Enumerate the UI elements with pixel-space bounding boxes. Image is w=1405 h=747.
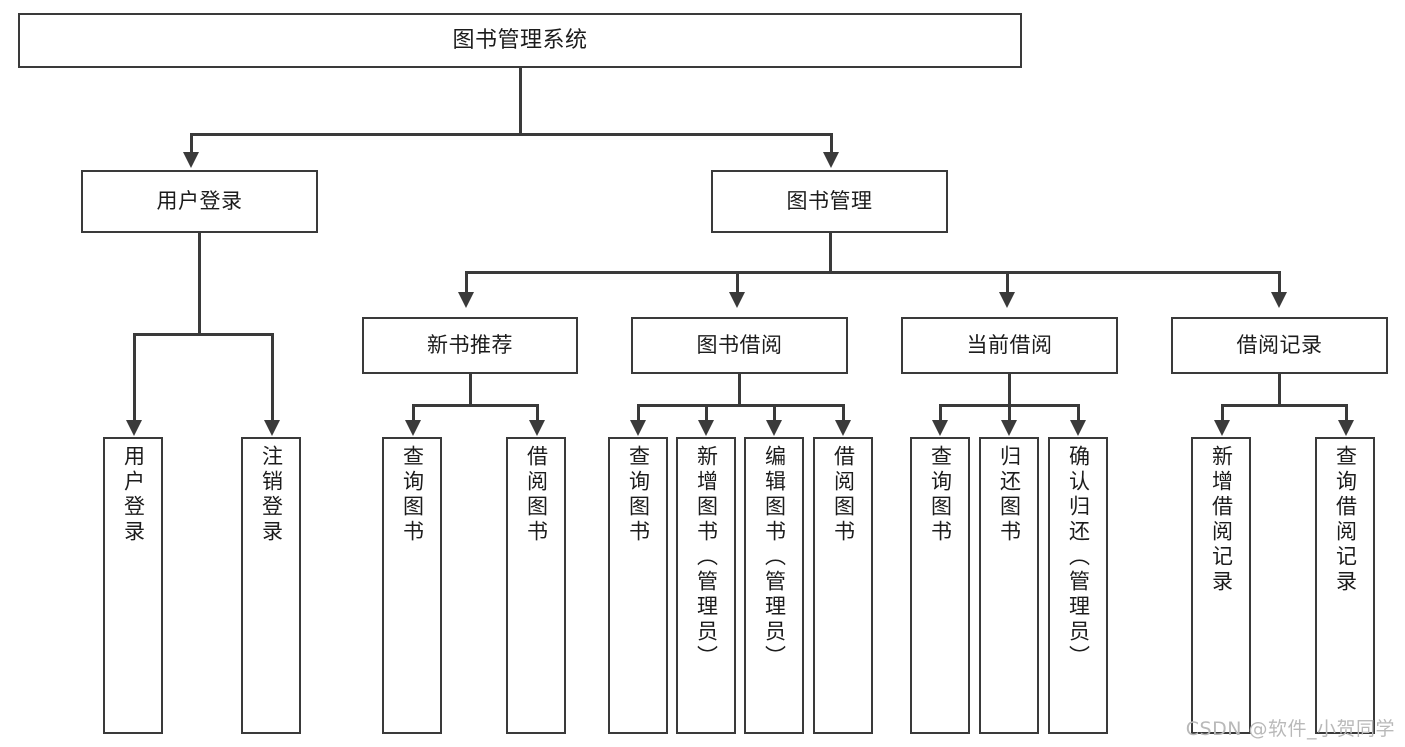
arrow-leaf-book-borrow-2 [698,420,714,436]
node-label: 用户登录 [121,445,146,545]
arrow-to-new-book [458,292,474,308]
arrow-leaf-new-book-1 [405,420,421,436]
arrow-leaf-borrow-record-1 [1214,420,1230,436]
connector-borrow-record-drop-1 [1221,404,1224,423]
connector-borrow-record-drop-2 [1345,404,1348,423]
node-label: 图书借阅 [696,332,783,357]
node-label: 查询图书 [400,445,425,545]
connector-new-book-bus [412,404,538,407]
arrow-to-book-borrow [729,292,745,308]
connector-new-book-drop-2 [536,404,539,423]
connector-book-borrow-drop-1 [637,404,640,423]
node-book-borrow[interactable]: 图书借阅 [631,317,848,374]
connector-borrow-record-bus [1221,404,1347,407]
node-label: 当前借阅 [966,332,1053,357]
connector-current-borrow-drop-2 [1008,404,1011,423]
arrow-leaf-user-login-1 [126,420,142,436]
connector-new-book-drop-1 [412,404,415,423]
connector-borrow-record-stem [1278,374,1281,406]
leaf-borrow-record-add[interactable]: 新增借阅记录 [1191,437,1251,734]
arrow-to-book-manage [823,152,839,168]
leaf-user-login-logout[interactable]: 注销登录 [241,437,301,734]
leaf-new-book-borrow[interactable]: 借阅图书 [506,437,566,734]
node-label: 查询图书 [626,445,651,545]
connector-book-manage-drop-2 [736,271,739,295]
arrow-leaf-new-book-2 [529,420,545,436]
node-label: 编辑图书（管理员） [762,445,787,670]
connector-book-manage-drop-1 [465,271,468,295]
leaf-current-borrow-return[interactable]: 归还图书 [979,437,1039,734]
node-user-login[interactable]: 用户登录 [81,170,318,233]
node-label: 归还图书 [997,445,1022,545]
arrow-to-borrow-record [1271,292,1287,308]
connector-book-borrow-drop-4 [842,404,845,423]
connector-book-borrow-drop-2 [705,404,708,423]
leaf-new-book-query[interactable]: 查询图书 [382,437,442,734]
node-label: 新书推荐 [427,332,513,357]
connector-book-manage-drop-3 [1006,271,1009,295]
arrow-leaf-book-borrow-1 [630,420,646,436]
connector-current-borrow-drop-3 [1077,404,1080,423]
connector-current-borrow-drop-1 [939,404,942,423]
connector-root-to-book-manage [830,133,833,156]
leaf-borrow-record-query[interactable]: 查询借阅记录 [1315,437,1375,734]
node-book-manage[interactable]: 图书管理 [711,170,948,233]
connector-root-bus [190,133,832,136]
connector-book-manage-bus [465,271,1281,274]
node-label: 注销登录 [259,445,284,545]
connector-book-borrow-stem [738,374,741,406]
leaf-current-borrow-confirm[interactable]: 确认归还（管理员） [1048,437,1108,734]
leaf-book-borrow-borrow[interactable]: 借阅图书 [813,437,873,734]
arrow-leaf-book-borrow-3 [766,420,782,436]
node-label: 查询图书 [928,445,953,545]
leaf-current-borrow-query[interactable]: 查询图书 [910,437,970,734]
node-label: 借阅图书 [524,445,549,545]
connector-root-stem [519,68,522,135]
arrow-leaf-current-borrow-3 [1070,420,1086,436]
arrow-to-current-borrow [999,292,1015,308]
connector-user-login-drop-1 [133,333,136,423]
arrow-leaf-borrow-record-2 [1338,420,1354,436]
node-label: 确认归还（管理员） [1066,445,1091,670]
connector-user-login-stem [198,233,201,335]
connector-root-to-user-login [190,133,193,156]
connector-user-login-bus [133,333,273,336]
connector-book-manage-stem [829,233,832,273]
node-label: 查询借阅记录 [1333,445,1358,595]
leaf-book-borrow-edit[interactable]: 编辑图书（管理员） [744,437,804,734]
node-new-book-recommend[interactable]: 新书推荐 [362,317,578,374]
node-label: 新增借阅记录 [1209,445,1234,595]
connector-new-book-stem [469,374,472,406]
arrow-leaf-current-borrow-1 [932,420,948,436]
node-label: 用户登录 [156,188,243,213]
node-label: 图书管理 [786,188,873,213]
node-current-borrow[interactable]: 当前借阅 [901,317,1118,374]
connector-user-login-drop-2 [271,333,274,423]
node-label: 新增图书（管理员） [694,445,719,670]
node-root-system[interactable]: 图书管理系统 [18,13,1022,68]
node-label: 图书管理系统 [452,27,588,53]
node-label: 借阅图书 [831,445,856,545]
connector-book-borrow-bus [637,404,844,407]
arrow-leaf-user-login-2 [264,420,280,436]
leaf-book-borrow-query[interactable]: 查询图书 [608,437,668,734]
leaf-book-borrow-add[interactable]: 新增图书（管理员） [676,437,736,734]
leaf-user-login-login[interactable]: 用户登录 [103,437,163,734]
node-borrow-record[interactable]: 借阅记录 [1171,317,1388,374]
connector-current-borrow-stem [1008,374,1011,406]
arrow-leaf-book-borrow-4 [835,420,851,436]
arrow-to-user-login [183,152,199,168]
node-label: 借阅记录 [1236,332,1323,357]
arrow-leaf-current-borrow-2 [1001,420,1017,436]
connector-book-borrow-drop-3 [773,404,776,423]
connector-book-manage-drop-4 [1278,271,1281,295]
